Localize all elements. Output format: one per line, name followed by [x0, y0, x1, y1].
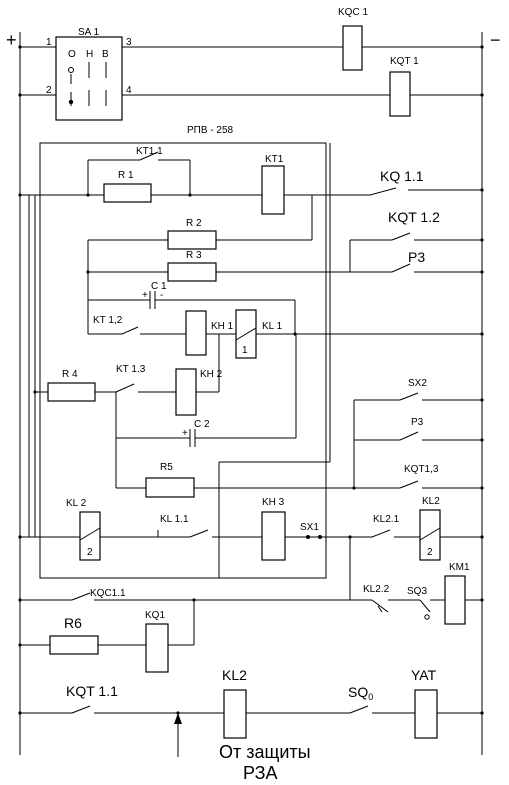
r3-label: R 3: [186, 250, 202, 261]
kqt1-coil: [389, 71, 411, 117]
plus-terminal: +: [6, 30, 17, 50]
c2-plus: +: [182, 428, 188, 439]
sa1-pos-o: О: [68, 49, 76, 60]
c1-minus: -: [160, 290, 163, 301]
minus-terminal: −: [490, 30, 501, 50]
r2-label: R 2: [186, 218, 202, 229]
p3-upper-label: P3: [408, 249, 425, 265]
kt1-label: KT1: [265, 154, 284, 165]
kt1-3-label: KT 1.3: [116, 364, 146, 375]
r2-resistor: [167, 230, 217, 250]
c1-plus: +: [142, 290, 148, 301]
sx1-label: SX1: [300, 522, 319, 533]
kh3-label: KH 3: [262, 497, 285, 508]
arrow-up-icon: [174, 713, 182, 724]
kl2-2-label: KL2.2: [363, 584, 390, 595]
kl2-right-number: 2: [427, 547, 433, 558]
kh3-coil: [261, 511, 286, 561]
sa1-label: SA 1: [78, 27, 100, 38]
kl1-1-label: KL 1.1: [160, 514, 189, 525]
sa1-switch: [55, 36, 123, 121]
r1-label: R 1: [118, 170, 134, 181]
r3-resistor: [167, 262, 217, 282]
p3-lower-label: P3: [411, 417, 424, 428]
kl2-right-label: KL2: [422, 496, 440, 507]
r4-resistor: [47, 382, 96, 402]
kqt1-1-label: KQT 1.1: [66, 683, 118, 699]
yat-label: YAT: [411, 667, 437, 683]
kqc1-coil: [342, 25, 363, 71]
kl2-bottom-coil: [223, 689, 247, 739]
yat-coil: [414, 689, 438, 739]
sa1-pin-2: 2: [46, 85, 52, 96]
caption-line-1: От защиты: [219, 742, 311, 762]
sa1-pos-b: В: [102, 49, 109, 60]
r1-resistor: [103, 183, 152, 203]
sq3-label: SQ3: [407, 586, 427, 597]
kqc1-1-label: KQC1.1: [90, 588, 126, 599]
r5-resistor: [145, 477, 195, 498]
sq0-label: SQ0: [348, 684, 373, 702]
kq1-1-label: KQ 1.1: [380, 168, 424, 184]
r5-label: R5: [160, 462, 173, 473]
r4-label: R 4: [62, 369, 78, 380]
kt1-coil: [261, 165, 285, 215]
kl2-right-coil: [419, 509, 441, 561]
kl2-left-number: 2: [87, 547, 93, 558]
kqt1-label: KQT 1: [390, 56, 419, 67]
kl2-left-coil: [79, 511, 101, 561]
kt1-2-label: KT 1,2: [93, 315, 123, 326]
kl1-number: 1: [242, 345, 248, 356]
kqt1-2-label: KQT 1.2: [388, 209, 440, 225]
km1-label: KM1: [449, 562, 470, 573]
sa1-pin-4: 4: [126, 85, 132, 96]
r6-label: R6: [64, 615, 82, 631]
kq1-coil: [145, 623, 169, 673]
sa1-pos-h: Н: [86, 49, 93, 60]
sx2-label: SX2: [408, 378, 427, 389]
kl2-1-label: KL2.1: [373, 514, 400, 525]
rpv258-label: РПВ - 258: [187, 125, 234, 136]
kt1-1-label: KT1.1: [136, 146, 163, 157]
c2-label: C 2: [194, 419, 210, 430]
caption-line-2: РЗА: [243, 763, 278, 783]
rpv258-enclosure: [39, 142, 327, 579]
sa1-pin-3: 3: [126, 37, 132, 48]
kqt1-3-label: KQT1,3: [404, 464, 439, 475]
km1-coil: [444, 575, 466, 625]
kl2-bottom-label: KL2: [222, 667, 247, 683]
sa1-pin-1: 1: [46, 37, 52, 48]
kh1-coil: [185, 310, 207, 356]
kl1-label: KL 1: [262, 321, 283, 332]
kh2-label: KH 2: [200, 369, 223, 380]
kh2-coil: [175, 368, 197, 416]
r6-resistor: [49, 635, 99, 655]
kh1-label: KH 1: [211, 321, 234, 332]
c1-label: C 1: [151, 281, 167, 292]
kqc1-label: KQC 1: [338, 7, 368, 18]
kl2-left-label: KL 2: [66, 498, 87, 509]
kq1-label: KQ1: [145, 610, 165, 621]
